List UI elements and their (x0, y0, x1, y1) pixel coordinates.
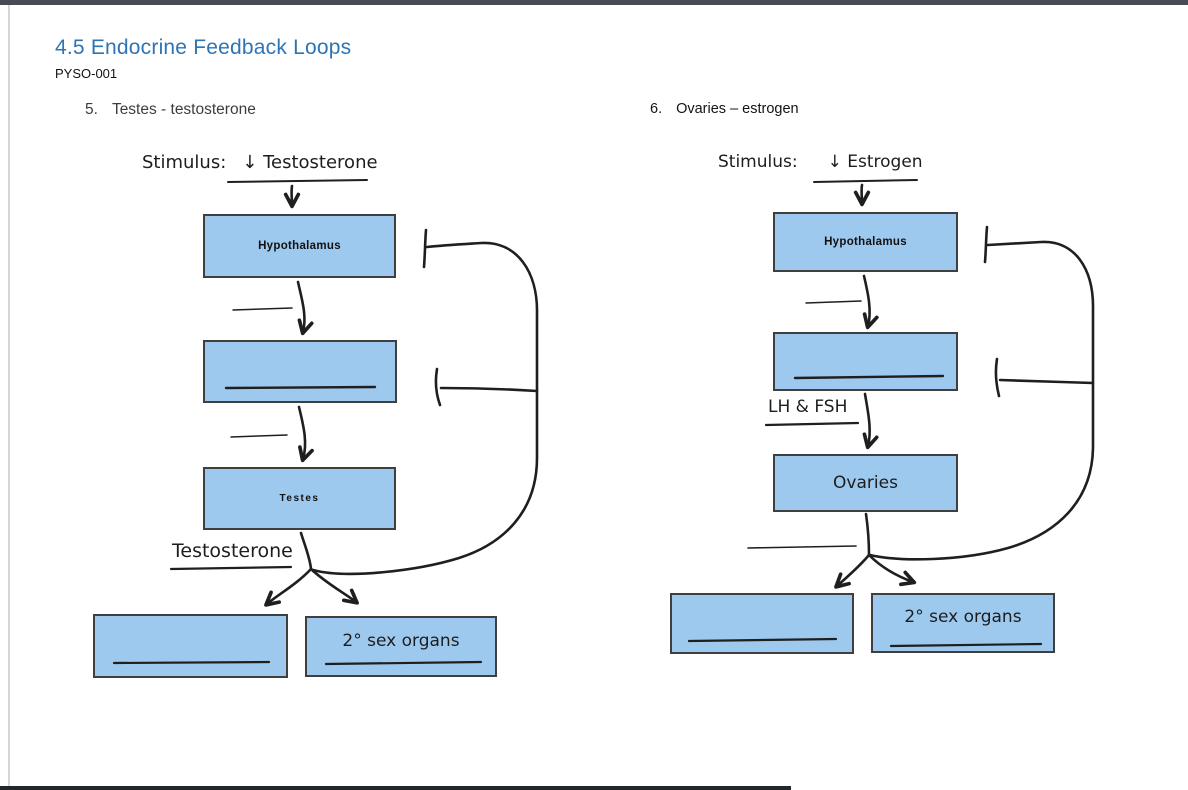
secondary-sex-organs-label: 2° sex organs (904, 607, 1022, 627)
ovaries-box-label: Ovaries (833, 473, 898, 493)
page-subtitle[interactable]: PYSO-001 (55, 66, 118, 81)
ovaries-box[interactable]: Ovaries (773, 454, 958, 512)
target-blank-box-testes[interactable] (93, 614, 288, 678)
testosterone-label[interactable]: Testosterone (172, 540, 293, 562)
stimulus-label-testes[interactable]: Stimulus: ↓ Testosterone (142, 152, 378, 173)
list-item-5[interactable]: 5. Testes - testosterone (85, 101, 256, 119)
hypothalamus-box-testes[interactable]: Hypothalamus (203, 214, 396, 278)
stimulus-prefix: Stimulus: (718, 152, 798, 172)
arrow-pituitary-to-ovaries (862, 392, 879, 450)
pituitary-blank-box-testes[interactable] (203, 340, 397, 403)
inhibition-bar-hypothalamus-testes (422, 228, 428, 269)
arrow-hypothalamus-to-pituitary-ovaries (862, 274, 879, 330)
secondary-sex-organs-box-testes[interactable]: 2° sex organs (305, 616, 497, 677)
branch-arrow-right-ovaries (867, 553, 917, 587)
inhibition-branch-pituitary-ovaries (998, 378, 1095, 385)
stimulus-underline-testes (227, 179, 368, 183)
inhibition-bar-pituitary-ovaries (994, 357, 1001, 398)
branch-arrow-right-testes (309, 567, 359, 605)
list-item-5-text: Testes - testosterone (111, 101, 256, 118)
list-item-5-number: 5. (85, 101, 98, 118)
page-left-margin-line (8, 5, 10, 790)
list-item-6-number: 6. (650, 101, 663, 117)
branch-stem-ovaries (864, 512, 871, 557)
stimulus-prefix: Stimulus: (142, 152, 227, 173)
blank-line-branch-ovaries (747, 545, 857, 549)
stimulus-value: ↓ Testosterone (242, 152, 378, 173)
testes-box-label: Testes (279, 493, 320, 504)
arrow-pituitary-to-testes (297, 405, 314, 463)
hypothalamus-box-label: Hypothalamus (824, 236, 907, 248)
lh-fsh-underline (764, 421, 860, 427)
inhibition-bar-hypothalamus-ovaries (983, 225, 989, 264)
page-title[interactable]: 4.5 Endocrine Feedback Loops (55, 36, 352, 59)
secondary-sex-organs-box-ovaries[interactable]: 2° sex organs (871, 593, 1055, 653)
blank-line-hormone2-testes (230, 434, 288, 438)
inhibition-branch-pituitary-testes (439, 386, 539, 393)
arrow-hypothalamus-to-pituitary-testes (296, 280, 314, 336)
blank-line-hormone1-testes (232, 307, 293, 311)
stimulus-label-ovaries[interactable]: Stimulus: ↓ Estrogen (718, 152, 923, 172)
lh-fsh-label[interactable]: LH & FSH (768, 397, 848, 417)
page-bottom-bar (0, 786, 791, 790)
target-blank-box-ovaries[interactable] (670, 593, 854, 654)
testosterone-underline (169, 565, 293, 571)
blank-line-hormone1-ovaries (805, 300, 862, 304)
branch-arrow-left-testes (264, 567, 313, 607)
inhibition-bar-pituitary-testes (434, 367, 442, 407)
branch-stem-testes (299, 531, 313, 571)
list-item-6-text: Ovaries – estrogen (676, 101, 799, 117)
pituitary-blank-box-ovaries[interactable] (773, 332, 958, 391)
hypothalamus-box-label: Hypothalamus (258, 240, 341, 252)
window-top-bar (0, 0, 1188, 5)
list-item-6[interactable]: 6. Ovaries – estrogen (650, 101, 799, 117)
testes-box[interactable]: Testes (203, 467, 396, 530)
secondary-sex-organs-label: 2° sex organs (342, 630, 460, 651)
stimulus-underline-ovaries (813, 179, 918, 183)
branch-arrow-left-ovaries (834, 553, 871, 589)
stimulus-value: ↓ Estrogen (827, 152, 923, 172)
hypothalamus-box-ovaries[interactable]: Hypothalamus (773, 212, 958, 272)
